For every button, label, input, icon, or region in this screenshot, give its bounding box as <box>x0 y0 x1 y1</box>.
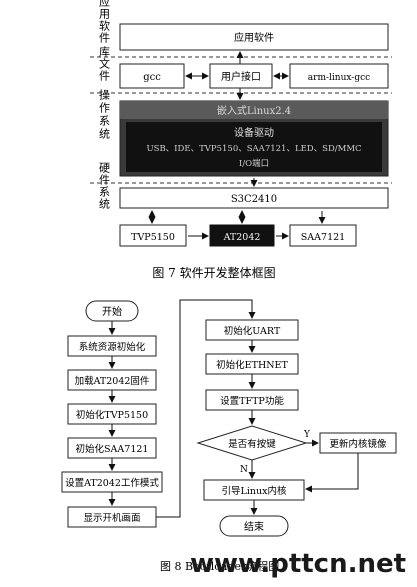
layer-label-os: 操作系统 <box>98 88 111 141</box>
app-software-box <box>119 23 389 51</box>
arm-gcc-box <box>289 63 389 89</box>
layer-label-lib: 库文件 <box>98 46 111 82</box>
driver-list-label: USB、IDE、TVP5150、SAA7121、LED、SD/MMC <box>146 144 361 154</box>
saa7121-box <box>289 224 357 247</box>
at2042-label: AT2042 <box>223 232 261 243</box>
tvp5150-box <box>119 224 187 247</box>
step-boot-screen-label: 显示开机画面 <box>83 512 140 524</box>
layer-label-app: 应用软件 <box>98 0 111 44</box>
device-driver-label: 设备驱动 <box>234 126 274 139</box>
decision-keypress-label: 是否有按键 <box>228 438 276 450</box>
start-label: 开始 <box>102 305 122 318</box>
end-terminal <box>219 515 289 537</box>
tvp5150-label: TVP5150 <box>131 232 175 243</box>
step-init-ethnet-label: 初始化ETHNET <box>216 359 288 371</box>
step-init-saa7121-label: 初始化SAA7121 <box>76 443 149 455</box>
no-label: N <box>240 465 248 475</box>
io-port-label: I/O端口 <box>239 158 269 169</box>
figure7-caption: 图 7 软件开发整体框图 <box>152 265 275 280</box>
connector-update-to-boot <box>305 453 359 493</box>
step-init-tvp5150-label: 初始化TVP5150 <box>76 409 148 421</box>
saa7121-label: SAA7121 <box>301 232 345 243</box>
step-init-uart-label: 初始化UART <box>224 325 281 337</box>
figure7-software-block-diagram: 应用软件 库文件 操作系统 硬件系统 应用软件 gcc 用户接口 arm-lin… <box>90 0 392 280</box>
arm-gcc-label: arm-linux-gcc <box>308 73 370 83</box>
device-driver-panel <box>126 122 382 172</box>
embedded-linux-label: 嵌入式Linux2.4 <box>217 104 291 117</box>
s3c2410-box <box>119 187 389 209</box>
update-kernel-label: 更新内核镜像 <box>329 438 387 450</box>
figure8-caption: 图 8 Bootloader流程图 <box>160 559 279 573</box>
s3c2410-label: S3C2410 <box>231 194 277 205</box>
site-watermark: www.pttcn.net <box>190 549 406 579</box>
connector-left-to-right <box>156 299 256 518</box>
gcc-box <box>119 63 185 89</box>
gcc-label: gcc <box>143 72 161 83</box>
app-software-label: 应用软件 <box>234 31 274 44</box>
step-set-mode-label: 设置AT2042工作模式 <box>65 477 159 489</box>
boot-linux-label: 引导Linux内核 <box>222 485 287 497</box>
end-label: 结束 <box>244 520 264 533</box>
step-load-firmware-label: 加载AT2042固件 <box>75 375 150 387</box>
at2042-box <box>209 224 275 247</box>
embedded-linux-band <box>120 101 388 119</box>
step-setup-tftp-label: 设置TFTP功能 <box>220 395 284 407</box>
user-interface-label: 用户接口 <box>221 70 261 83</box>
figure8-bootloader-flowchart: 开始 系统资源初始化 加载AT2042固件 初始化TVP5150 初始化SAA7… <box>61 299 397 573</box>
yes-label: Y <box>303 430 311 440</box>
user-interface-box <box>209 63 273 89</box>
layer-label-hw: 硬件系统 <box>98 162 111 210</box>
step-system-init-label: 系统资源初始化 <box>79 341 146 353</box>
